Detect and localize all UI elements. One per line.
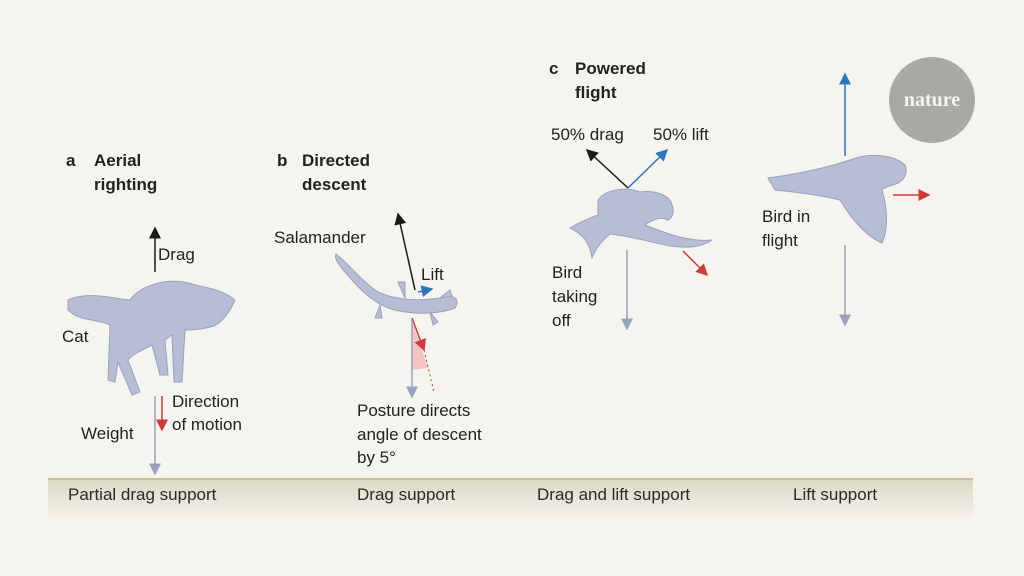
bird-takeoff-label-3: off bbox=[552, 311, 571, 330]
lift-arrow-b bbox=[417, 285, 434, 298]
salamander-illustration bbox=[335, 253, 458, 326]
salamander-label: Salamander bbox=[274, 228, 366, 247]
direction-label: Direction bbox=[172, 392, 239, 411]
panel-b-title-2: descent bbox=[302, 175, 367, 194]
panel-b-title: Directed bbox=[302, 151, 370, 170]
ground-label-drag: Drag support bbox=[357, 485, 456, 504]
lift-arrow-c bbox=[627, 148, 669, 189]
drag-arrow-c bbox=[585, 148, 629, 189]
motion-extension bbox=[423, 349, 435, 393]
panel-a-letter: a bbox=[66, 151, 76, 170]
panel-c-title: Powered bbox=[575, 59, 646, 78]
ground-label-lift: Lift support bbox=[793, 485, 877, 504]
panel-c-title-2: flight bbox=[575, 83, 617, 102]
ground-label-partial-drag: Partial drag support bbox=[68, 485, 217, 504]
panel-c-letter: c bbox=[549, 59, 558, 78]
bird-flight-label-2: flight bbox=[762, 231, 798, 250]
panel-a-title-2: righting bbox=[94, 175, 157, 194]
drag-percent-label: 50% drag bbox=[551, 125, 624, 144]
nature-logo: nature bbox=[889, 57, 975, 143]
posture-label-3: by 5° bbox=[357, 448, 396, 467]
lift-label: Lift bbox=[421, 265, 444, 284]
panel-a-title: Aerial bbox=[94, 151, 141, 170]
bird-in-flight-illustration bbox=[767, 154, 907, 244]
ground-label-drag-lift: Drag and lift support bbox=[537, 485, 690, 504]
motion-arrow-c bbox=[682, 250, 709, 277]
lift-percent-label: 50% lift bbox=[653, 125, 709, 144]
bird-takeoff-label: Bird bbox=[552, 263, 582, 282]
bird-taking-off-illustration bbox=[568, 188, 713, 260]
posture-label: Posture directs bbox=[357, 401, 470, 420]
svg-text:nature: nature bbox=[904, 89, 960, 111]
ground-band bbox=[48, 478, 973, 522]
motion-arrow-b bbox=[411, 317, 426, 352]
bird-flight-label: Bird in bbox=[762, 207, 810, 226]
cat-illustration bbox=[67, 281, 236, 396]
direction-label-2: of motion bbox=[172, 415, 242, 434]
bird-takeoff-label-2: taking bbox=[552, 287, 597, 306]
descent-angle-wedge bbox=[412, 320, 428, 370]
drag-label: Drag bbox=[158, 245, 195, 264]
weight-label: Weight bbox=[81, 424, 134, 443]
drag-arrow-b bbox=[394, 212, 416, 291]
posture-label-2: angle of descent bbox=[357, 425, 482, 444]
cat-label: Cat bbox=[62, 327, 89, 346]
panel-b-letter: b bbox=[277, 151, 287, 170]
